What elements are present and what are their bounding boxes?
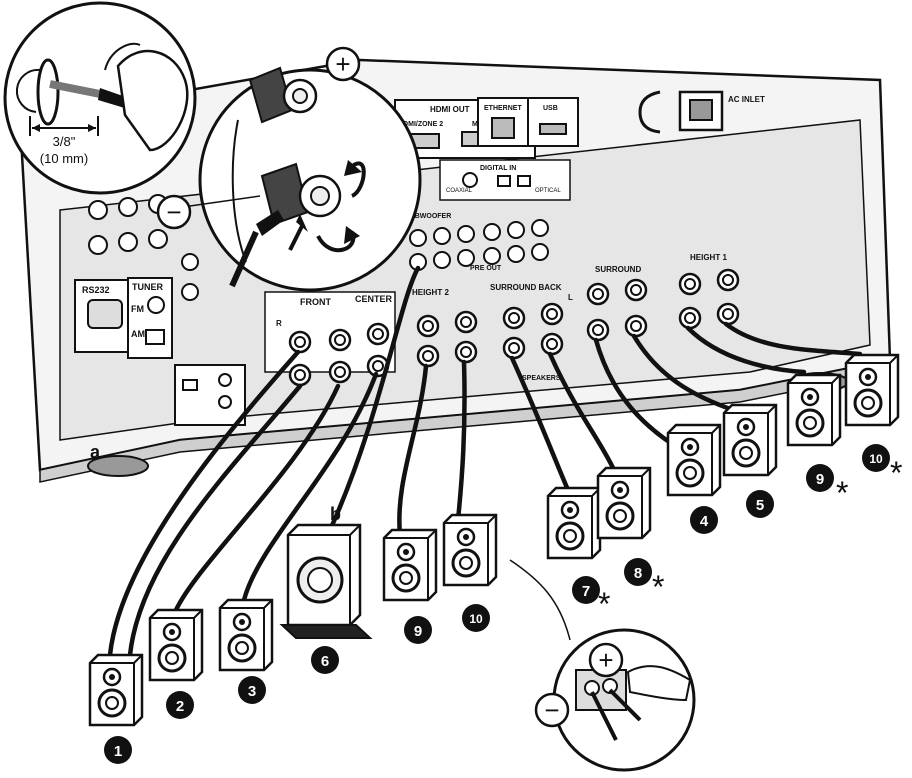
usb-label: USB (543, 105, 558, 112)
badge-5: 5 (756, 497, 764, 514)
height1-label: HEIGHT 1 (690, 253, 727, 262)
analog-input-jacks (88, 194, 199, 301)
terminal-l-label: L (568, 293, 573, 302)
center-speaker (218, 598, 274, 672)
badge-10-height1: 10 (869, 452, 883, 466)
badge-2: 2 (176, 698, 184, 715)
speaker-negative-label: − (544, 695, 559, 725)
badge-7: 7 (582, 583, 590, 600)
fm-label: FM (131, 304, 144, 314)
wire-strip-detail: 3/8" (10 mm) (3, 1, 197, 195)
badge-9: 9 (414, 623, 422, 640)
speaker-cables (107, 265, 863, 658)
height2-left-speaker (382, 528, 438, 602)
subwoofer-label: SUBWOOFER (405, 213, 451, 220)
front-label: FRONT (300, 297, 331, 307)
surround-label: SURROUND (595, 265, 641, 274)
ethernet-port (491, 117, 515, 139)
surround-back-right-speaker (546, 486, 602, 560)
badge-3: 3 (248, 683, 256, 700)
height2-right-speaker (442, 513, 498, 587)
badge-1: 1 (114, 743, 122, 760)
asterisk-9: * (836, 475, 848, 511)
surround-left-speaker (722, 403, 778, 477)
strip-length-mm: (10 mm) (40, 151, 88, 166)
am-antenna-terminal (145, 329, 165, 345)
pre-out-label: PRE OUT (470, 265, 502, 272)
ethernet-label: ETHERNET (484, 105, 522, 112)
strip-length-inches: 3/8" (53, 134, 76, 149)
asterisk-7: * (598, 586, 610, 622)
front-left-speaker (88, 653, 144, 727)
badge-8: 8 (634, 565, 642, 582)
subwoofer (279, 523, 373, 639)
terminal-r-label: R (276, 319, 282, 328)
usb-port (539, 123, 567, 135)
badge-10: 10 (469, 612, 483, 626)
front-right-speaker (148, 608, 204, 682)
badge-9-height1: 9 (816, 471, 824, 488)
asterisk-marks: * * * * (598, 455, 902, 622)
speakers-label: SPEAKERS (522, 375, 561, 382)
coaxial-label: COAXIAL (446, 188, 473, 194)
cable-label-b: b (330, 504, 341, 524)
ac-inlet-label: AC INLET (728, 95, 765, 104)
fm-antenna-jack (147, 296, 165, 314)
hdmi-out-label: HDMI OUT (430, 105, 470, 114)
surround-right-speaker (666, 423, 722, 497)
speaker-terminal-detail: + − (509, 559, 696, 772)
negative-polarity-label: − (166, 197, 181, 227)
positive-polarity-label: + (335, 49, 350, 79)
optical-label: OPTICAL (535, 188, 561, 194)
rs232-label: RS232 (82, 285, 110, 295)
cable-label-a: a (90, 442, 101, 462)
badge-4: 4 (700, 513, 709, 530)
height1-right-speaker (844, 353, 900, 427)
hdmi-zone2-label: HDMI/ZONE 2 (398, 121, 443, 128)
badge-6: 6 (321, 653, 329, 670)
tuner-label: TUNER (132, 282, 163, 292)
surround-back-left-speaker (596, 466, 652, 540)
center-label: CENTER (355, 294, 393, 304)
height1-left-speaker (786, 373, 842, 447)
height2-label: HEIGHT 2 (412, 288, 449, 297)
am-label: AM (131, 329, 145, 339)
digital-in-label: DIGITAL IN (480, 165, 516, 172)
asterisk-8: * (652, 569, 664, 605)
speaker-positive-label: + (598, 645, 613, 675)
surround-back-label: SURROUND BACK (490, 283, 562, 292)
speaker-number-badges: 1 2 3 4 5 6 7 8 9 10 9 10 (104, 444, 890, 764)
terminal-detail: + − (156, 46, 422, 292)
asterisk-10: * (890, 455, 902, 491)
